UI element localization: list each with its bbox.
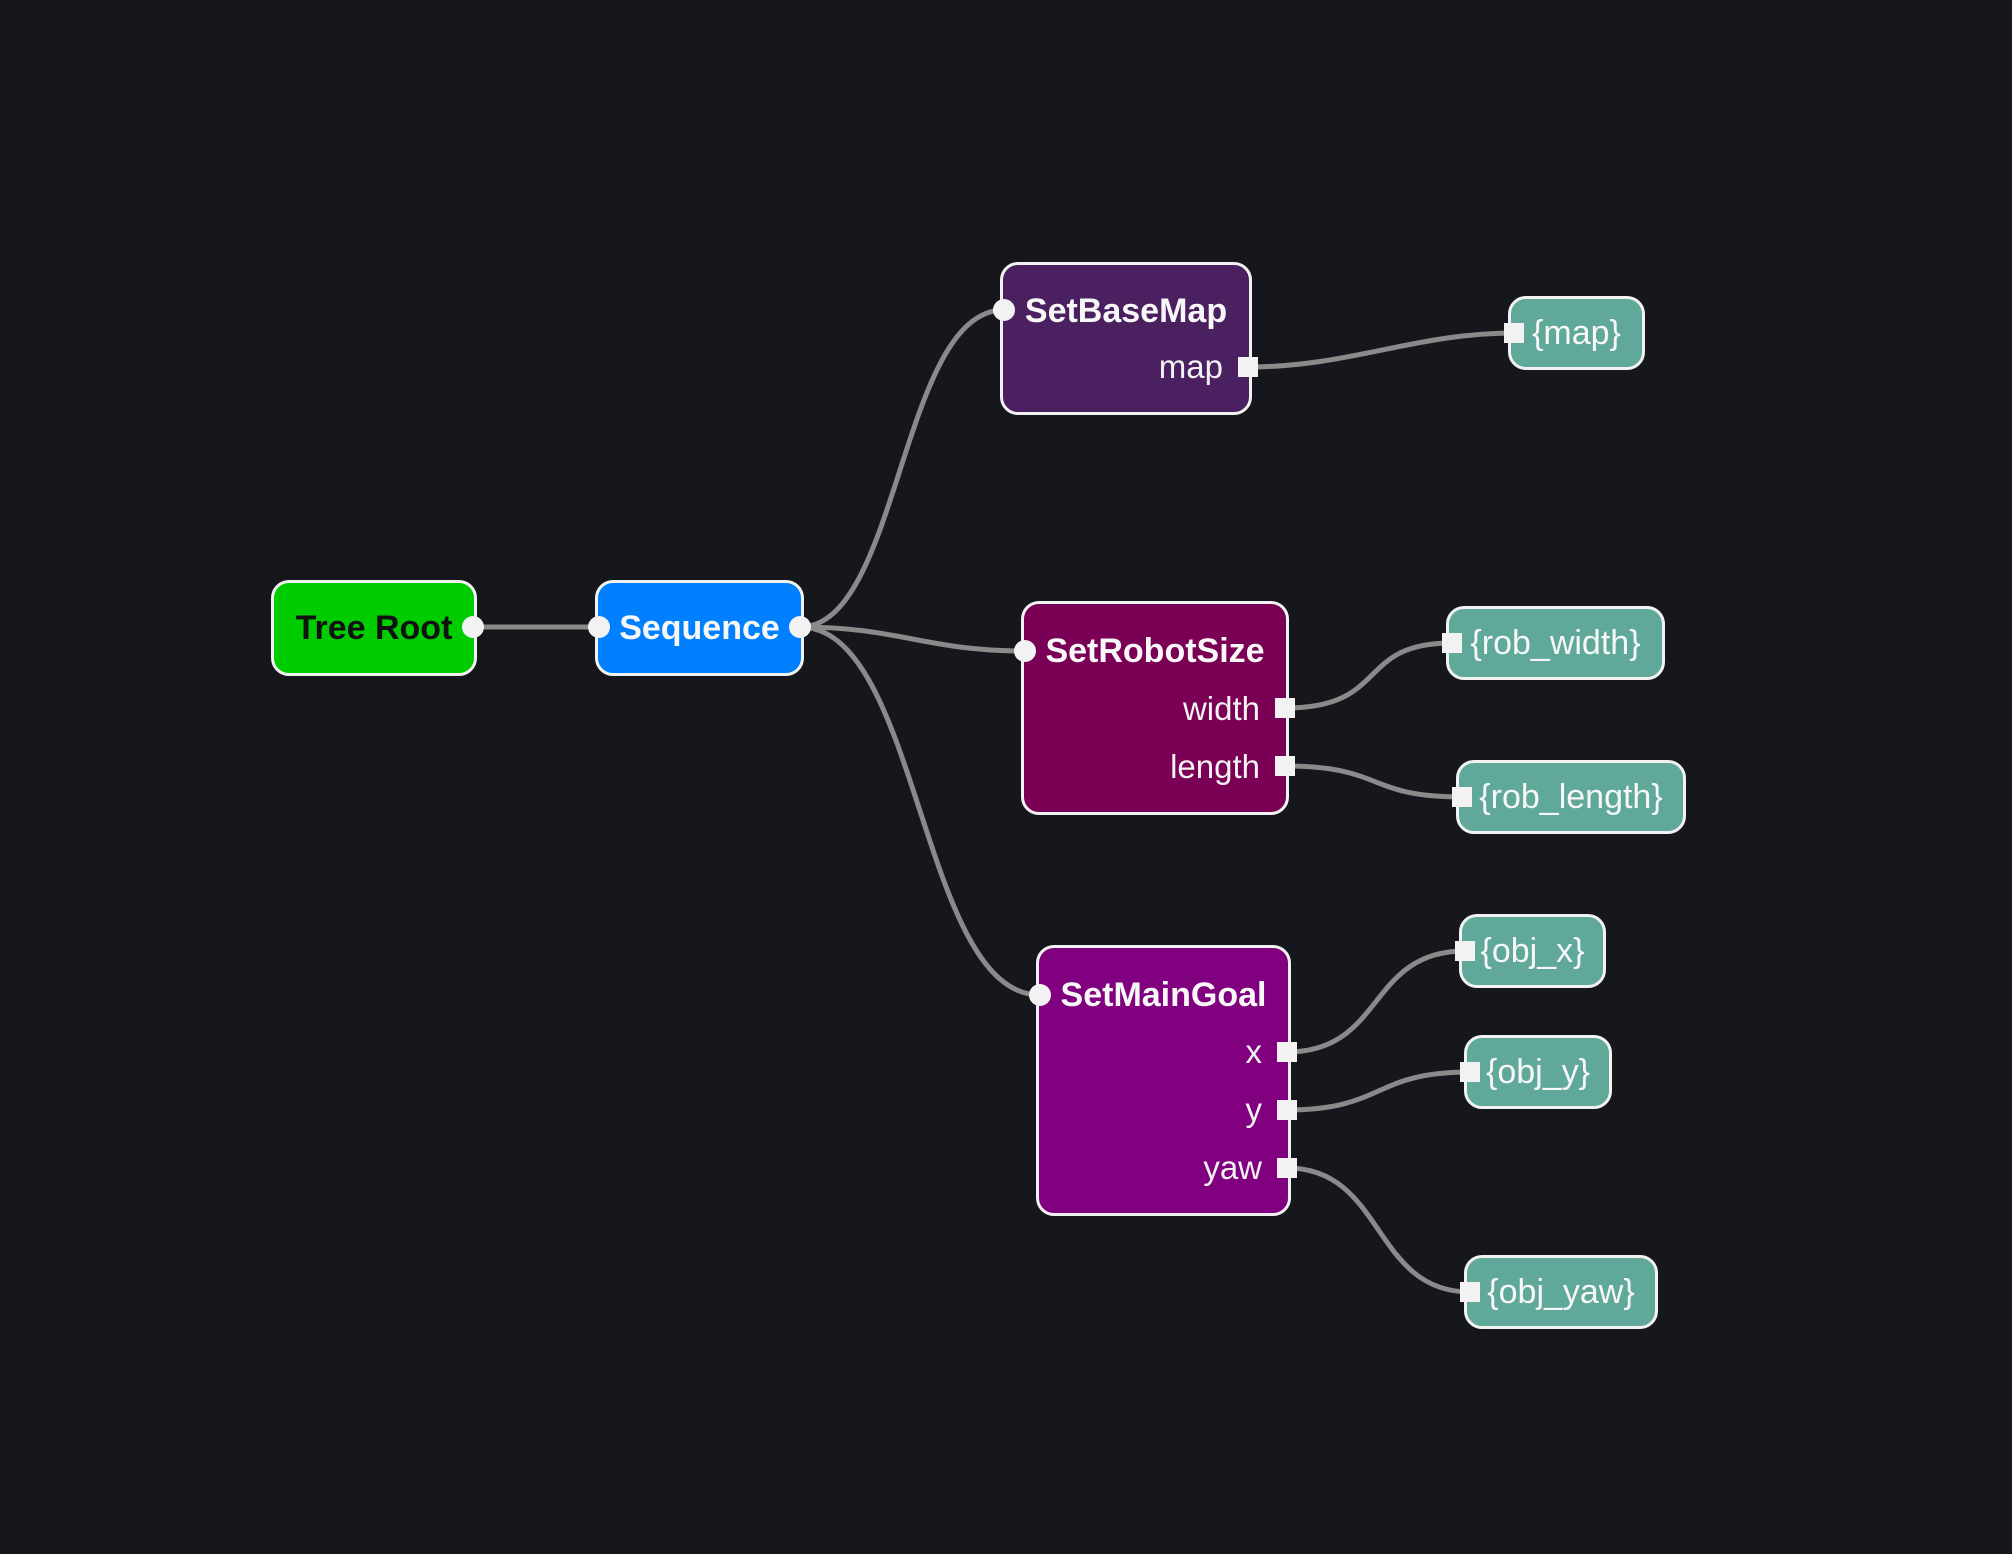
port-handle-y-in[interactable]	[1460, 1062, 1480, 1082]
setbasemap-node[interactable]: SetBaseMap map	[1000, 262, 1252, 415]
port-handle-yaw-in[interactable]	[1460, 1282, 1480, 1302]
setmaingoal-label: SetMainGoal	[1060, 976, 1267, 1014]
blackboard-obj-yaw[interactable]: {obj_yaw}	[1464, 1255, 1658, 1329]
port-handle-x-in[interactable]	[1455, 941, 1475, 961]
port-handle-y-out[interactable]	[1277, 1100, 1297, 1120]
tree-root-node[interactable]: Tree Root	[271, 580, 477, 676]
port-handle-length-out[interactable]	[1275, 756, 1295, 776]
root-output-handle[interactable]	[462, 616, 484, 638]
setbasemap-input-handle[interactable]	[993, 299, 1015, 321]
port-label-x: x	[1245, 1033, 1263, 1070]
setrobotsize-label: SetRobotSize	[1045, 632, 1265, 670]
sequence-input-handle[interactable]	[588, 616, 610, 638]
port-handle-x-out[interactable]	[1277, 1042, 1297, 1062]
port-handle-map-in[interactable]	[1504, 323, 1524, 343]
sequence-output-handle[interactable]	[789, 616, 811, 638]
port-handle-width-in[interactable]	[1442, 633, 1462, 653]
port-handle-length-in[interactable]	[1452, 787, 1472, 807]
edge-sequence-setrobotsize	[797, 624, 1028, 654]
setrobotsize-input-handle[interactable]	[1014, 640, 1036, 662]
port-handle-yaw-out[interactable]	[1277, 1158, 1297, 1178]
edge-yaw-port	[1284, 1165, 1473, 1295]
edge-sequence-setmaingoal	[797, 624, 1043, 998]
sequence-label: Sequence	[619, 609, 780, 647]
setbasemap-label: SetBaseMap	[1024, 292, 1228, 330]
port-label-y: y	[1245, 1091, 1263, 1128]
edge-map-port	[1245, 330, 1517, 370]
blackboard-rob-width[interactable]: {rob_width}	[1446, 606, 1665, 680]
port-label-map: map	[1158, 348, 1223, 385]
blackboard-map[interactable]: {map}	[1508, 296, 1645, 370]
blackboard-rob-length[interactable]: {rob_length}	[1456, 760, 1686, 834]
port-label-width: width	[1182, 690, 1260, 727]
sequence-node[interactable]: Sequence	[595, 580, 804, 676]
blackboard-obj-x[interactable]: {obj_x}	[1459, 914, 1606, 988]
port-handle-width-out[interactable]	[1275, 698, 1295, 718]
setrobotsize-node[interactable]: SetRobotSize width length	[1021, 601, 1289, 815]
setmaingoal-node[interactable]: SetMainGoal x y yaw	[1036, 945, 1291, 1216]
edge-width-port	[1282, 640, 1455, 711]
port-label-yaw: yaw	[1203, 1149, 1262, 1186]
edge-length-port	[1282, 763, 1465, 800]
edge-sequence-setbasemap	[797, 307, 1007, 630]
port-label-length: length	[1170, 748, 1260, 785]
tree-root-label: Tree Root	[295, 609, 453, 647]
edge-x-port	[1284, 948, 1468, 1055]
edge-y-port	[1284, 1069, 1473, 1113]
port-handle-map-out[interactable]	[1238, 357, 1258, 377]
blackboard-obj-y[interactable]: {obj_y}	[1464, 1035, 1612, 1109]
setmaingoal-input-handle[interactable]	[1029, 984, 1051, 1006]
